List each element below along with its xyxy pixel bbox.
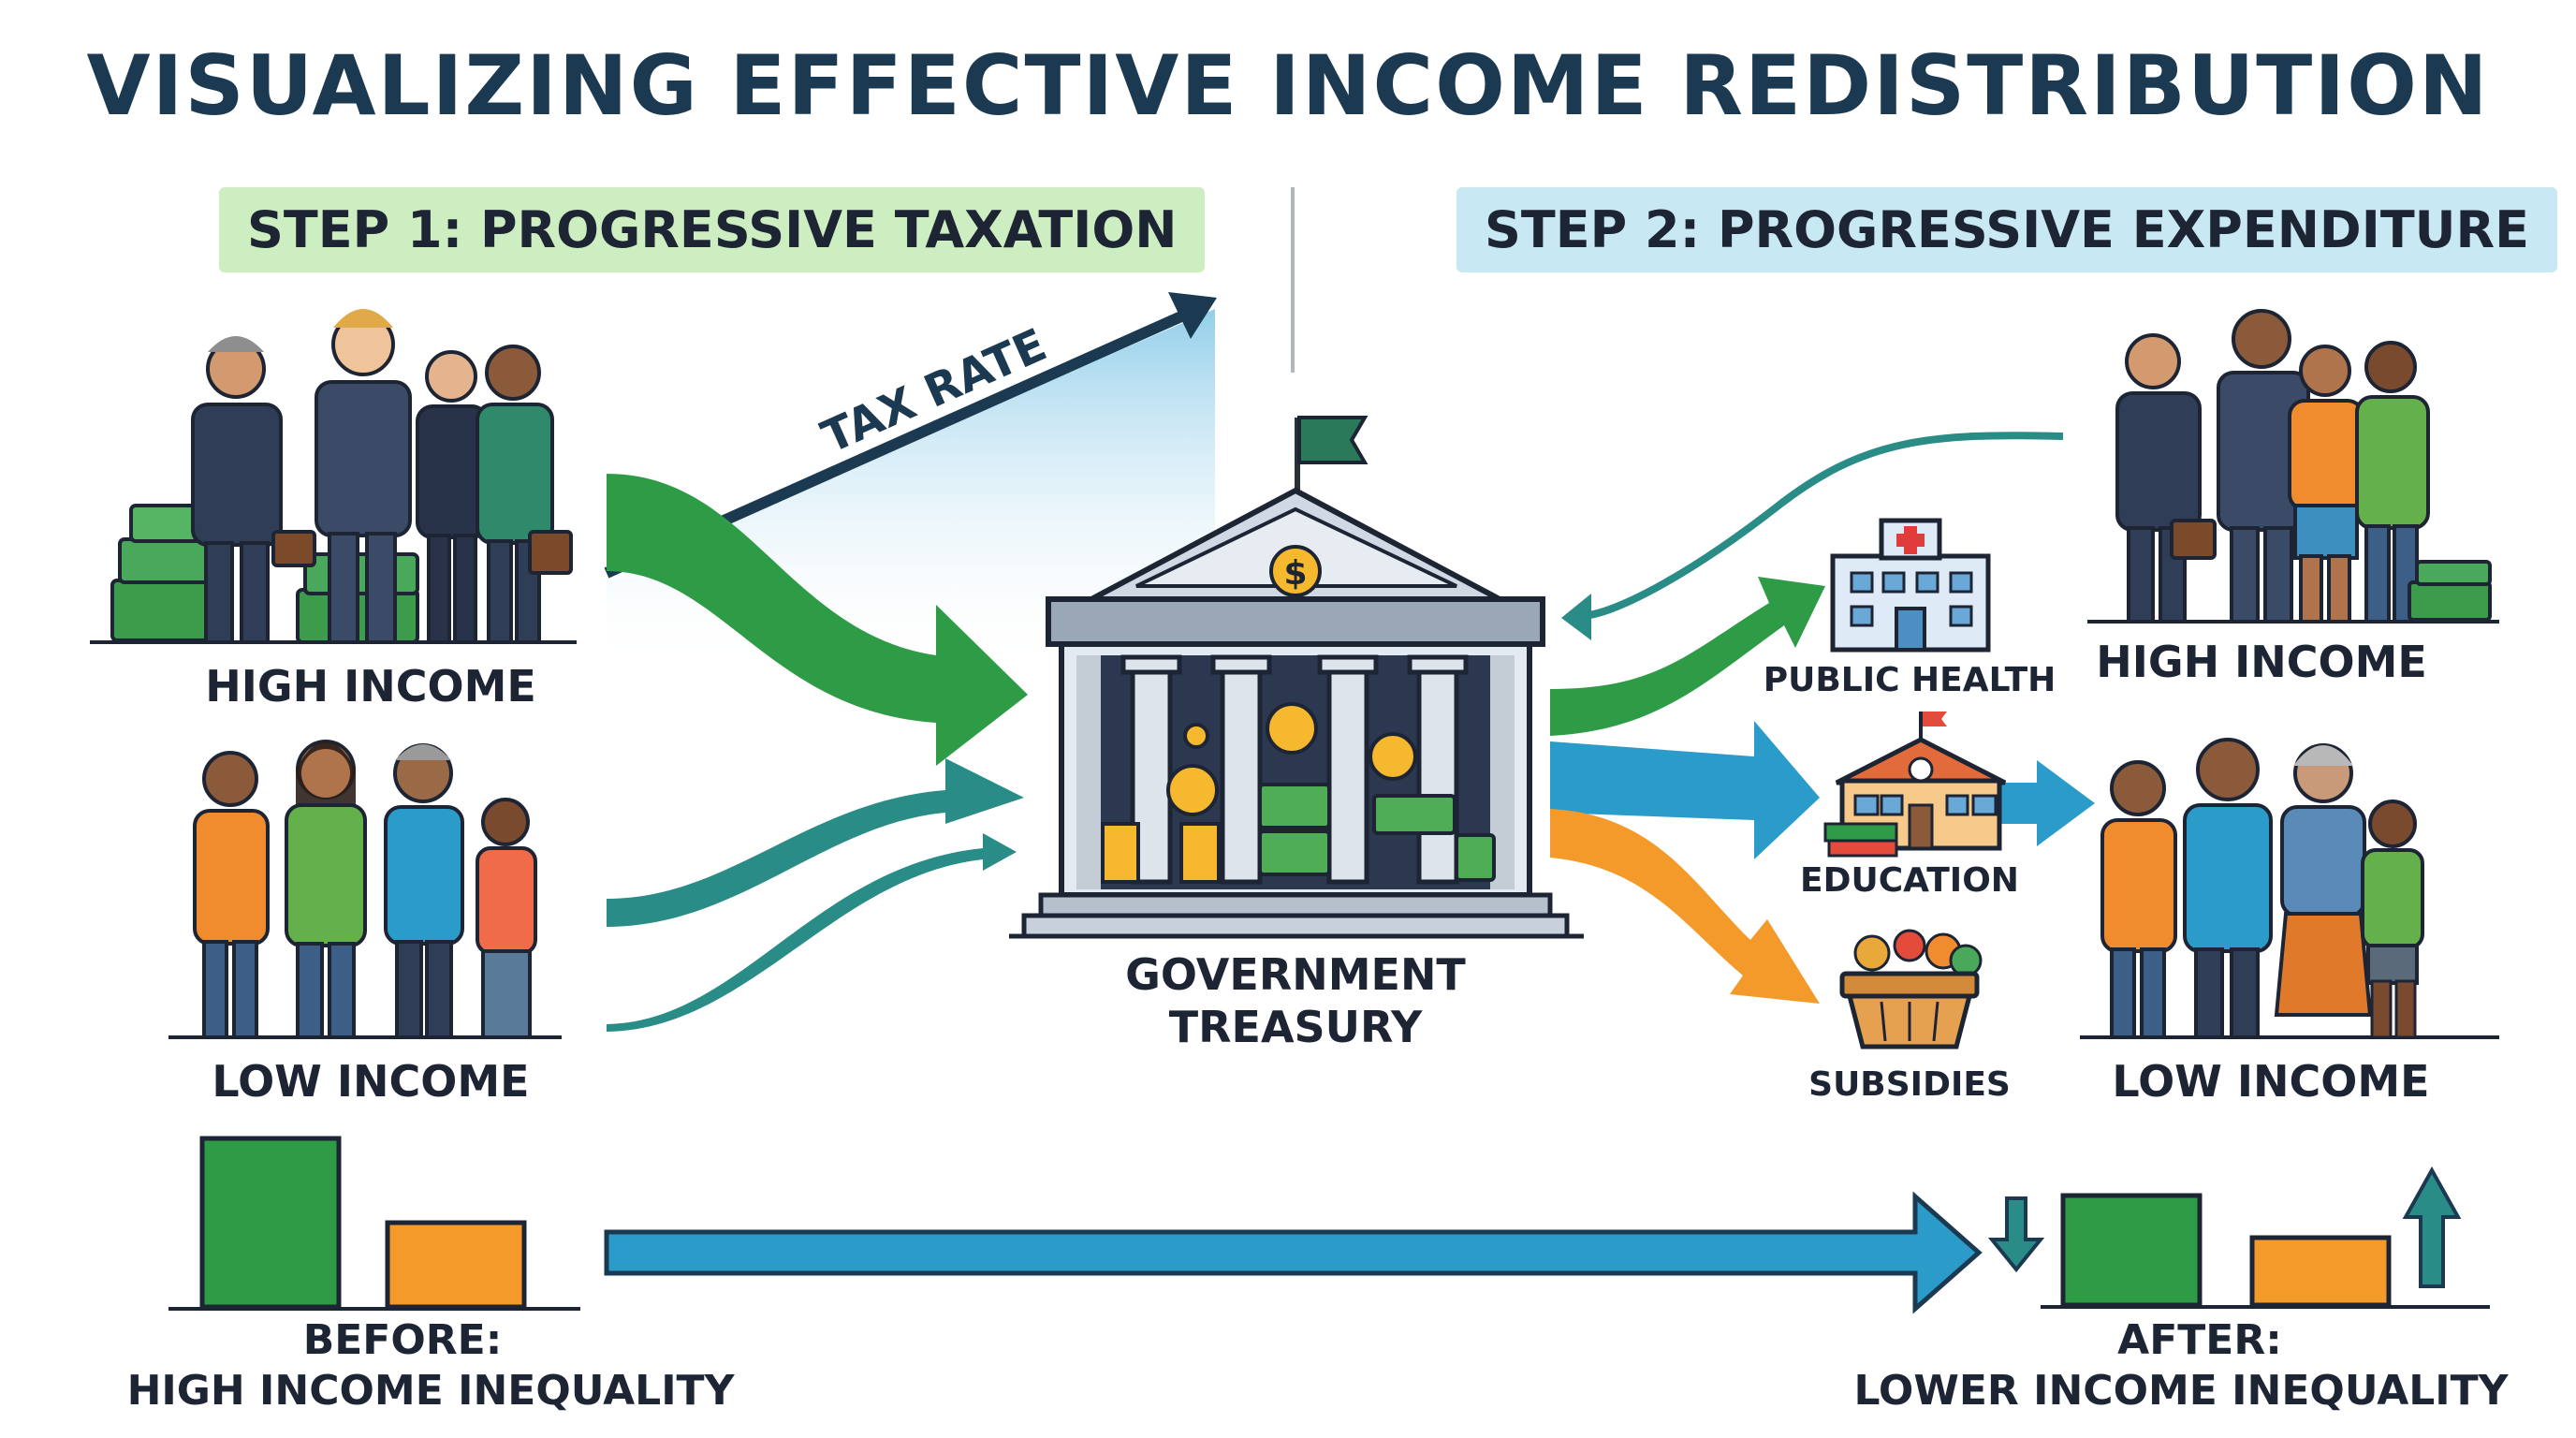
right-high-income-label: HIGH INCOME (2096, 637, 2427, 687)
treasury-label-line1: GOVERNMENT (1125, 949, 1466, 1000)
before-high-income-bar (199, 1136, 342, 1310)
low-income-up-arrow (2402, 1166, 2462, 1288)
step-2-label: STEP 2: PROGRESSIVE EXPENDITURE (1456, 187, 2557, 272)
to-low-income-arrow (2001, 760, 2095, 846)
service-label-public-health: PUBLIC HEALTH (1763, 661, 2056, 699)
service-label-education: EDUCATION (1800, 861, 2019, 900)
grocery-basket-icon (1839, 929, 1983, 1049)
dollar-coin-icon: $ (1269, 545, 1322, 597)
flag-icon (1297, 416, 1368, 464)
before-low-income-bar (385, 1220, 527, 1310)
after-label-line2: LOWER INCOME INEQUALITY (1853, 1367, 2509, 1415)
right-high-income-people (2087, 309, 2499, 624)
before-label-line1: BEFORE: (302, 1316, 503, 1364)
high-income-down-arrow (1987, 1196, 2045, 1273)
right-low-income-people (2080, 738, 2499, 1039)
briefcase-icon (2170, 519, 2217, 560)
left-high-income-people (90, 309, 577, 644)
return-flow-arrow (1579, 432, 2064, 620)
service-label-subsidies: SUBSIDIES (1808, 1065, 2011, 1104)
step-1-label: STEP 1: PROGRESSIVE TAXATION (219, 187, 1206, 272)
cash-stack-icon (2408, 560, 2492, 622)
page-title: VISUALIZING EFFECTIVE INCOME REDISTRIBUT… (86, 37, 2490, 134)
treasury-label-line2: TREASURY (1168, 1002, 1423, 1052)
left-low-income-label: LOW INCOME (212, 1056, 530, 1107)
subsidies-flow-arrow (1550, 809, 1820, 1004)
hospital-icon (1830, 518, 1991, 653)
mid-tax-flow-arrow (607, 758, 1024, 927)
school-icon (1823, 712, 2007, 858)
health-flow-arrow (1550, 577, 1825, 736)
high-tax-flow-arrow (607, 474, 1028, 766)
briefcase-icon (271, 530, 316, 567)
after-high-income-bar (2060, 1193, 2203, 1308)
right-low-income-label: LOW INCOME (2112, 1056, 2430, 1107)
briefcase-icon (528, 530, 573, 575)
after-low-income-bar (2249, 1235, 2392, 1308)
treasury-building: $ (1009, 416, 1584, 939)
left-high-income-label: HIGH INCOME (205, 661, 536, 712)
after-label-line1: AFTER: (2117, 1316, 2282, 1364)
left-low-income-people (168, 740, 562, 1039)
education-flow-arrow (1550, 721, 1820, 859)
tax-rate-arrowhead (1168, 292, 1217, 339)
low-tax-flow-arrow (607, 833, 1017, 1032)
before-label-line2: HIGH INCOME INEQUALITY (126, 1367, 735, 1415)
before-after-arrow (604, 1191, 1983, 1314)
svg-text:$: $ (1283, 554, 1307, 593)
return-flow-arrowhead (1561, 594, 1591, 640)
